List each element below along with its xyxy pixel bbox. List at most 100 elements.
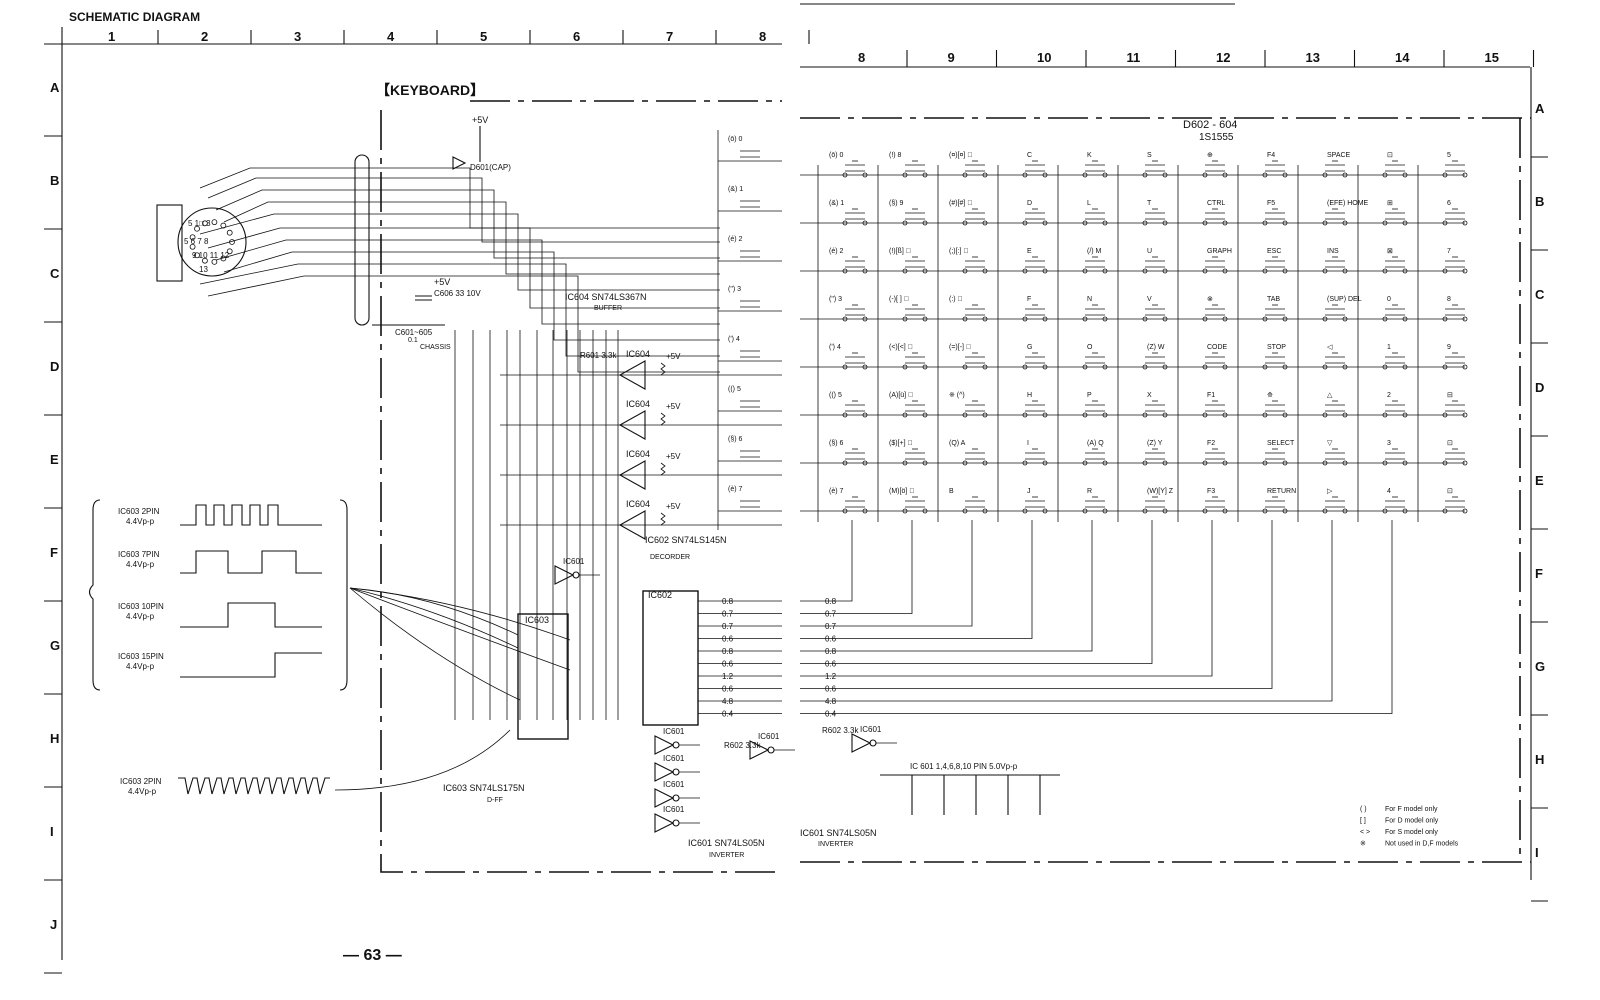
waveform-bracket-left — [88, 499, 101, 691]
key-label: ⊡ — [1447, 488, 1453, 495]
key-terminal — [982, 316, 988, 322]
decoder-voltage-right: 1.2 — [825, 672, 837, 681]
key-label: E — [1027, 248, 1032, 255]
c606-vcc: +5V — [434, 277, 450, 287]
c606-label: C606 33 10V — [434, 289, 481, 298]
row-drive-line — [800, 520, 1033, 639]
connector-wire — [223, 251, 720, 341]
key-terminal — [842, 172, 848, 178]
key-terminal — [1442, 508, 1448, 514]
key-label: H — [1027, 392, 1032, 399]
key-terminal — [1342, 508, 1348, 514]
key-terminal — [1322, 268, 1328, 274]
key-terminal — [962, 364, 968, 370]
key-terminal — [1342, 268, 1348, 274]
buffer-label: IC604 — [626, 499, 650, 509]
key-label: (') 4 — [829, 344, 841, 351]
bus-lines — [454, 330, 782, 720]
key-terminal — [962, 412, 968, 418]
decoder-voltage-right: 0.6 — [825, 635, 837, 644]
key-terminal — [1082, 412, 1088, 418]
key-terminal — [1402, 220, 1408, 226]
key-terminal — [1462, 508, 1468, 514]
inverter-label: IC601 — [663, 780, 685, 789]
key-terminal — [982, 460, 988, 466]
key-terminal — [1282, 364, 1288, 370]
key-label: ⊠ — [1387, 248, 1393, 255]
pullup-resistor — [660, 412, 666, 426]
key-label: (() 5 — [829, 392, 842, 399]
col-label-right: 9 — [948, 50, 955, 65]
row-label-right: B — [1535, 194, 1544, 209]
key-label: RETURN — [1267, 488, 1296, 495]
key-label: 4 — [1387, 488, 1391, 495]
key-label-left: (") 3 — [728, 286, 741, 293]
keyboard-block-title: 【KEYBOARD】 — [376, 82, 484, 98]
key-column-left: (ō) 0(&) 1(é) 2(") 3(') 4(() 5(§) 6(è) 7 — [717, 130, 782, 530]
key-terminal — [1102, 460, 1108, 466]
key-terminal — [1202, 508, 1208, 514]
waveform-label: IC603 7PIN — [118, 550, 160, 559]
key-terminal — [1042, 412, 1048, 418]
led-d601-icon — [452, 156, 467, 170]
key-label: R — [1087, 488, 1092, 495]
key-terminal — [902, 460, 908, 466]
key-label: SPACE — [1327, 152, 1351, 159]
key-label: N — [1087, 296, 1092, 303]
row-drive-line — [800, 520, 913, 614]
ic602-label: IC602 SN74LS145N — [645, 535, 727, 545]
key-label: CODE — [1207, 344, 1228, 351]
key-terminal — [1322, 508, 1328, 514]
legend-symbol: ※ — [1360, 841, 1366, 848]
key-terminal — [1442, 220, 1448, 226]
key-label: J — [1027, 488, 1031, 495]
decoder-voltages-left: 0.80.70.70.60.80.61.20.64.80.4 — [698, 597, 782, 719]
decoder-voltage: 0.8 — [722, 597, 734, 606]
key-terminal — [1222, 316, 1228, 322]
r601-label: R601 3.3k — [580, 351, 617, 360]
key-terminal — [842, 364, 848, 370]
key-label-left: (è) 7 — [728, 486, 743, 493]
pulse-note: IC 601 1,4,6,8,10 PIN 5.0Vp-p — [910, 762, 1018, 771]
key-terminal — [1282, 220, 1288, 226]
col-label-left: 4 — [387, 29, 395, 44]
key-label: 8 — [1447, 296, 1451, 303]
key-label: ⊕ — [1207, 152, 1213, 159]
key-label: 9 — [1447, 344, 1451, 351]
row-label-right: D — [1535, 380, 1544, 395]
key-label: 1 — [1387, 344, 1391, 351]
key-label-left: (§) 6 — [728, 436, 743, 443]
decoder-voltage-right: 0.8 — [825, 647, 837, 656]
key-label: O — [1087, 344, 1093, 351]
key-label: F4 — [1267, 152, 1275, 159]
r602-right-label: R602 3.3k — [822, 726, 859, 735]
key-terminal — [1082, 508, 1088, 514]
key-terminal — [1042, 268, 1048, 274]
key-terminal — [1142, 508, 1148, 514]
row-label-left: H — [50, 731, 59, 746]
key-terminal — [1382, 220, 1388, 226]
ic603-label: IC603 SN74LS175N — [443, 783, 525, 793]
col-label-left: 2 — [201, 29, 208, 44]
decoder-voltage: 0.6 — [722, 660, 734, 669]
key-terminal — [1042, 172, 1048, 178]
decoder-voltage-right: 0.7 — [825, 622, 837, 631]
key-terminal — [1082, 172, 1088, 178]
legend-text: For D model only — [1385, 818, 1439, 825]
key-label: ⊗ — [1207, 296, 1213, 303]
key-terminal — [1462, 316, 1468, 322]
key-label: STOP — [1267, 344, 1286, 351]
key-terminal — [1022, 508, 1028, 514]
key-terminal — [1262, 412, 1268, 418]
key-terminal — [1282, 412, 1288, 418]
inverter-gate — [654, 762, 675, 782]
key-label: (<)[<] ⃞ — [889, 344, 913, 351]
key-terminal — [842, 220, 848, 226]
key-terminal — [1382, 412, 1388, 418]
row-label-right: A — [1535, 101, 1545, 116]
waveform-trace — [180, 550, 322, 574]
key-terminal — [842, 268, 848, 274]
key-terminal — [902, 508, 908, 514]
key-terminal — [1342, 172, 1348, 178]
key-terminal — [1322, 460, 1328, 466]
